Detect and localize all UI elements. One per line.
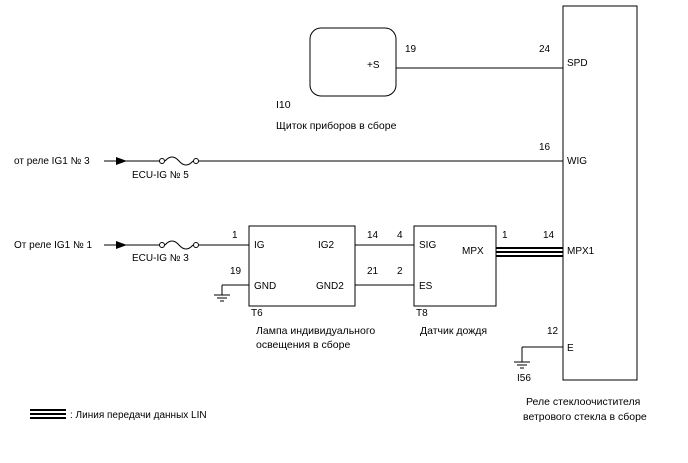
fuse-terminal-icon (193, 242, 199, 248)
lamp-name-line2: освещения в сборе (256, 339, 350, 351)
source-lamp-text: От реле IG1 № 1 (14, 240, 93, 251)
instrument-cluster-box (309, 27, 397, 97)
lamp-pin-label-gnd2: GND2 (316, 281, 344, 292)
rain-sensor-box (413, 225, 497, 307)
relay-pin-label-spd: SPD (567, 58, 588, 69)
fuse-wig-label: ECU-IG № 5 (132, 170, 189, 181)
lamp-pin-label-ig: IG (254, 240, 265, 251)
cluster-name: Щиток приборов в сборе (276, 120, 397, 132)
fuse-terminal-icon (193, 158, 199, 164)
legend-text: : Линия передачи данных LIN (70, 410, 207, 421)
sensor-name: Датчик дождя (420, 325, 487, 337)
lin-legend-icon (30, 409, 66, 419)
cluster-pin-label: +S (367, 60, 380, 71)
relay-pin-number-mpx1: 14 (543, 230, 555, 241)
cluster-pin-number: 19 (405, 44, 417, 55)
sensor-pin-label-sig: SIG (419, 240, 436, 251)
lamp-pin-number-gnd2: 21 (367, 266, 379, 277)
lin-bus-line (496, 247, 563, 257)
wiper-relay-box (562, 5, 638, 381)
lamp-pin-label-ig2: IG2 (318, 240, 335, 251)
lamp-pin-number-ig: 1 (232, 230, 238, 241)
relay-pin-label-mpx1: MPX1 (567, 246, 595, 257)
ground-icon (514, 361, 530, 369)
sensor-pin-number-mpx: 1 (502, 230, 508, 241)
lamp-code: T6 (251, 308, 263, 319)
fuse-lamp-label: ECU-IG № 3 (132, 253, 189, 264)
relay-pin-label-wig: WIG (567, 156, 587, 167)
relay-pin-label-e: E (567, 343, 574, 354)
lamp-name-line1: Лампа индивидуального (256, 325, 375, 337)
fuse-icon (164, 240, 194, 250)
lamp-pin-number-ig2: 14 (367, 230, 379, 241)
sensor-pin-number-sig: 4 (397, 230, 403, 241)
relay-pin-number-wig: 16 (539, 142, 551, 153)
relay-pin-number-spd: 24 (539, 44, 551, 55)
fuse-icon (164, 156, 194, 166)
relay-name-line1: Реле стеклоочистителя (526, 396, 640, 408)
ground-icon (214, 294, 230, 302)
fuse-terminal-icon (159, 242, 165, 248)
lamp-pin-number-gnd: 19 (230, 266, 242, 277)
relay-name-line2: ветрового стекла в сборе (523, 411, 647, 423)
lamp-pin-label-gnd: GND (254, 281, 276, 292)
sensor-pin-number-es: 2 (397, 266, 403, 277)
lamp-unit-box (248, 225, 356, 307)
sensor-pin-label-mpx: MPX (462, 246, 484, 257)
cluster-code: I10 (276, 99, 291, 111)
sensor-code: T8 (416, 308, 428, 319)
relay-pin-number-e: 12 (547, 326, 559, 337)
fuse-terminal-icon (159, 158, 165, 164)
relay-ground-code: I56 (517, 373, 531, 384)
source-wig-text: от реле IG1 № 3 (14, 156, 90, 167)
sensor-pin-label-es: ES (419, 281, 433, 292)
